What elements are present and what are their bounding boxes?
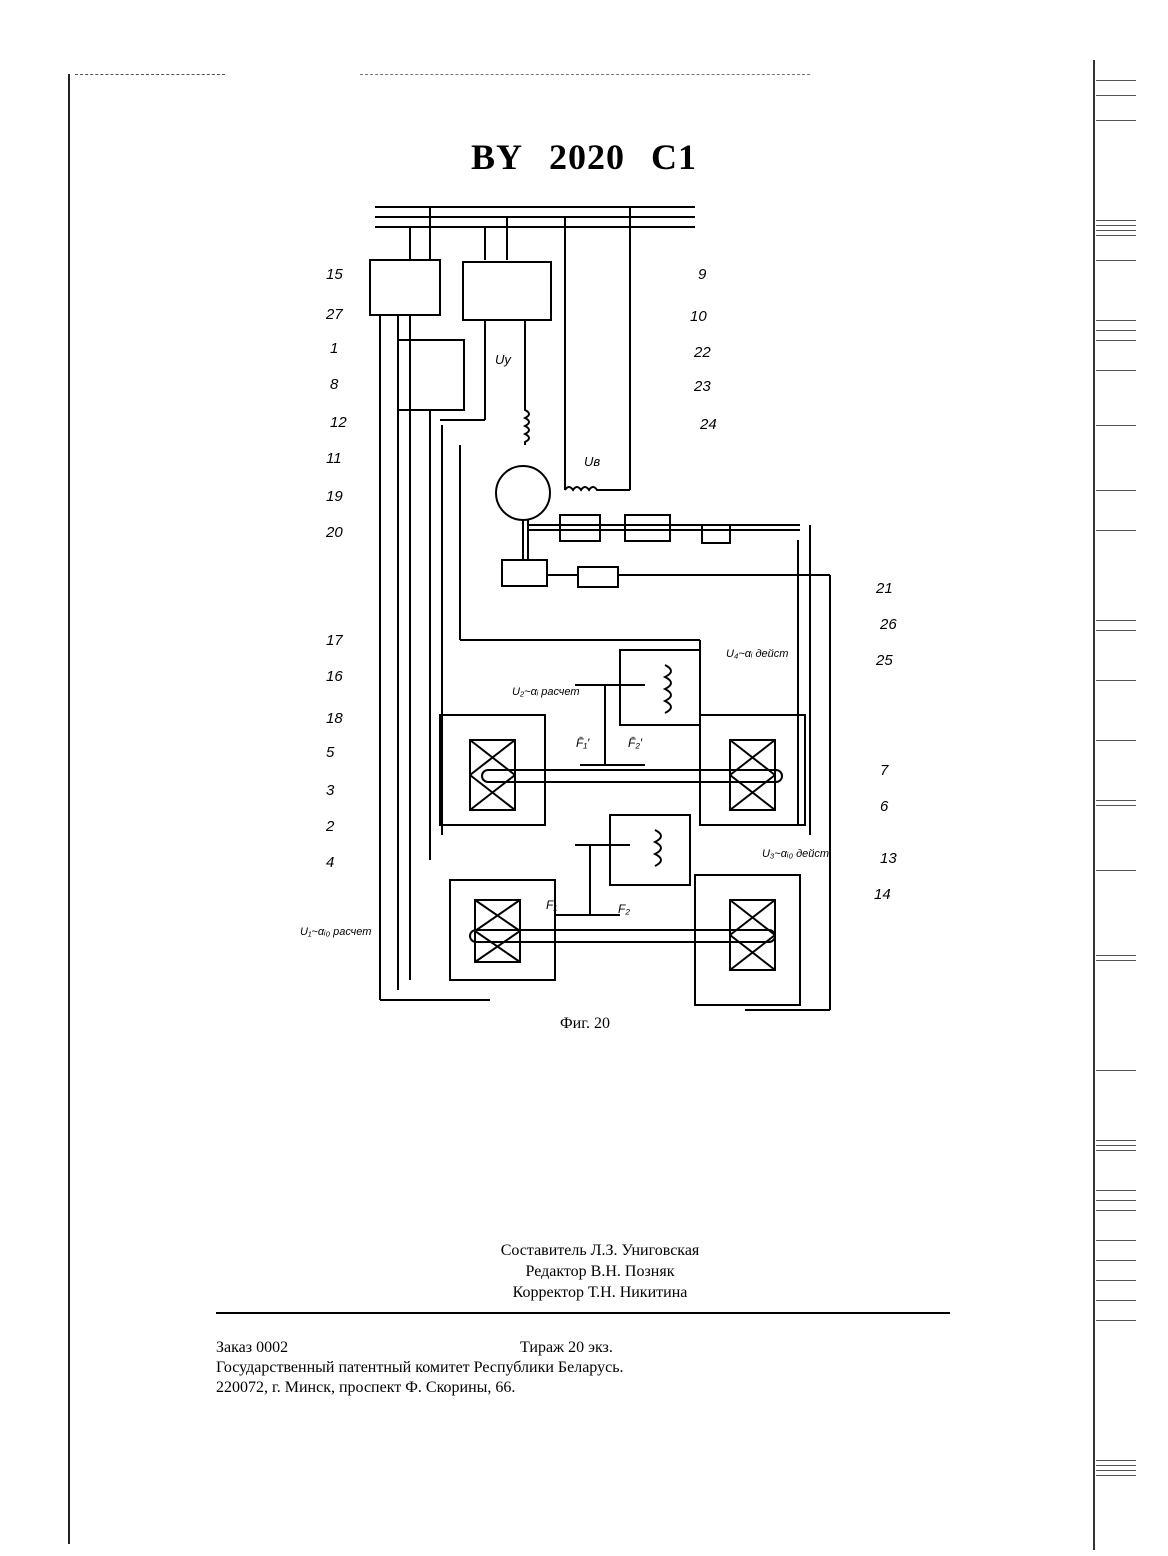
ref-21: 21 <box>876 580 893 597</box>
figure-caption: Фиг. 20 <box>560 1015 610 1033</box>
label-u-v: Uв <box>584 454 600 469</box>
ref-27: 27 <box>326 306 343 323</box>
ref-19: 19 <box>326 488 343 505</box>
ref-8: 8 <box>330 376 338 393</box>
ref-15: 15 <box>326 266 343 283</box>
ref-13: 13 <box>880 850 897 867</box>
proofreader-line: Корректор Т.Н. Никитина <box>400 1282 800 1303</box>
ref-2: 2 <box>326 818 334 835</box>
circuit-diagram <box>270 195 920 1015</box>
address-line: 220072, г. Минск, проспект Ф. Скорины, 6… <box>216 1378 716 1398</box>
ref-6: 6 <box>880 798 888 815</box>
label-u3: U₃~αᵢ₀ дейст <box>762 848 829 860</box>
block-1 <box>398 340 464 410</box>
ref-1: 1 <box>330 340 338 357</box>
order-number: Заказ 0002 <box>216 1338 288 1358</box>
ref-7: 7 <box>880 762 888 779</box>
label-u4: U₄~αᵢ дейст <box>726 648 788 660</box>
block-27 <box>463 262 551 320</box>
compiler-line: Составитель Л.З. Униговская <box>400 1240 800 1261</box>
ref-14: 14 <box>874 886 891 903</box>
ref-22: 22 <box>694 344 711 361</box>
ref-25: 25 <box>876 652 893 669</box>
page-left-border <box>68 74 70 1544</box>
ref-26: 26 <box>880 616 897 633</box>
label-f2-prime: F̄₂′ <box>628 736 642 750</box>
label-u1: U₁~αᵢ₀ расчет <box>300 926 371 938</box>
ref-23: 23 <box>694 378 711 395</box>
ref-20: 20 <box>326 524 343 541</box>
label-u-y: Uу <box>495 352 511 367</box>
ref-3: 3 <box>326 782 334 799</box>
motor-9 <box>496 466 550 520</box>
label-f1-prime: F̄₁′ <box>576 736 589 750</box>
page-top-rule-left <box>75 74 225 75</box>
block-15 <box>370 260 440 315</box>
ref-10: 10 <box>690 308 707 325</box>
scan-margin-strip <box>1088 60 1168 1550</box>
country-code: BY <box>471 137 523 177</box>
ref-9: 9 <box>698 266 706 283</box>
imprint-block: Заказ 0002 Тираж 20 экз. Государственный… <box>216 1338 716 1398</box>
imprint-divider <box>216 1312 950 1314</box>
page-top-rule-right <box>360 74 810 75</box>
ref-4: 4 <box>326 854 334 871</box>
ref-5: 5 <box>326 744 334 761</box>
patent-number: 2020 <box>549 137 625 177</box>
coil-housing-13 <box>695 875 800 1005</box>
label-f2: F₂ <box>618 902 630 916</box>
ref-11: 11 <box>326 450 342 467</box>
patent-number-title: BY 2020 C1 <box>0 136 1168 178</box>
ref-18: 18 <box>326 710 343 727</box>
document-kind: C1 <box>651 137 697 177</box>
label-u2: U₂~αᵢ расчет <box>512 686 579 698</box>
editor-line: Редактор В.Н. Позняк <box>400 1261 800 1282</box>
ref-12: 12 <box>330 414 347 431</box>
label-f1: F₁ <box>546 898 557 912</box>
publisher-line: Государственный патентный комитет Респуб… <box>216 1358 716 1378</box>
ref-16: 16 <box>326 668 343 685</box>
ref-17: 17 <box>326 632 343 649</box>
print-run: Тираж 20 экз. <box>520 1338 613 1358</box>
credits-block: Составитель Л.З. Униговская Редактор В.Н… <box>400 1240 800 1303</box>
ref-24: 24 <box>700 416 717 433</box>
